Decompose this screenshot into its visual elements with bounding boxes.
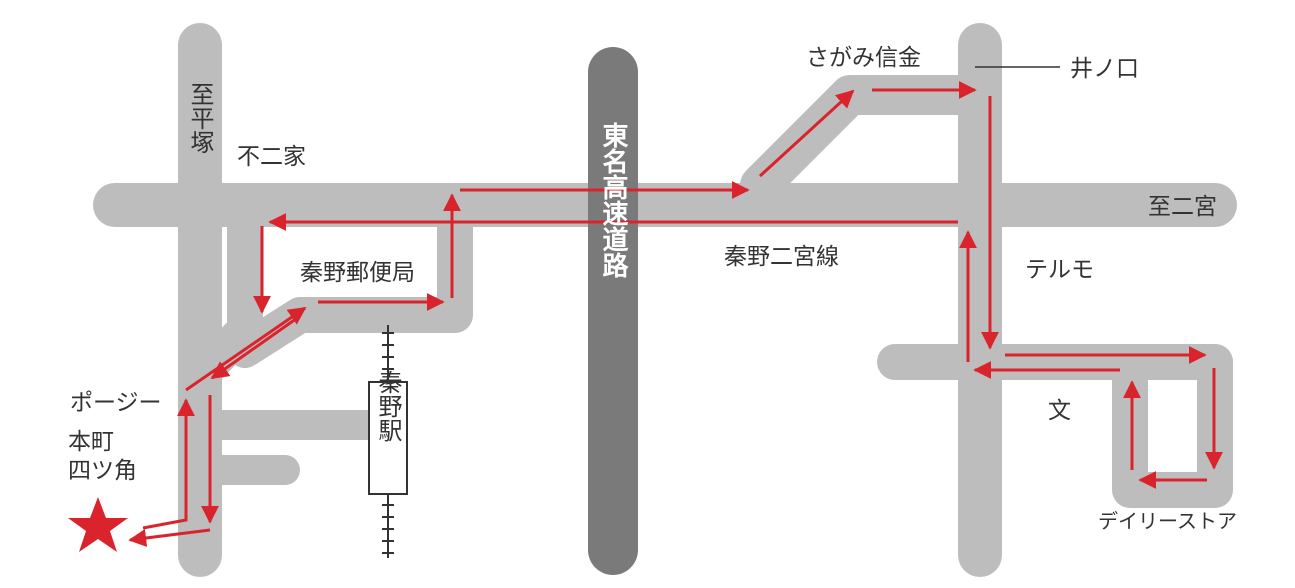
label-honmachi: 本町 — [68, 429, 114, 455]
road-sagami-branch — [740, 75, 1000, 205]
label-sagami-shinkin: さがみ信金 — [806, 45, 921, 71]
label-hadano-station: 秦野駅 — [374, 370, 402, 442]
label-posey: ポージー — [70, 390, 162, 416]
label-fujiya: 不二家 — [237, 144, 306, 170]
route — [128, 81, 1223, 547]
label-to-ninomiya: 至二宮 — [1148, 194, 1217, 220]
destination-star-icon — [68, 497, 128, 552]
label-inokuchi: 井ノ口 — [1070, 56, 1139, 82]
route-arrow — [185, 306, 307, 392]
route-arrow — [758, 89, 855, 178]
label-terumo: テルモ — [1025, 257, 1094, 283]
road-store-loop — [1112, 344, 1233, 508]
label-tomei-expressway: 東名高速道路 — [598, 122, 628, 278]
railway — [368, 325, 408, 558]
roads — [93, 23, 1237, 577]
route-arrow — [210, 314, 301, 380]
route-arrow — [142, 398, 195, 530]
route-arrow — [128, 528, 211, 547]
label-hadano-ninomiya-line: 秦野二宮線 — [724, 244, 839, 270]
label-hadano-post-office: 秦野郵便局 — [300, 260, 415, 286]
label-daily-store: デイリーストア — [1098, 509, 1237, 533]
label-school-symbol: 文 — [1048, 398, 1071, 424]
station-box — [368, 381, 408, 495]
road-post-office-bypass — [227, 197, 473, 368]
label-yotsukado: 四ツ角 — [68, 458, 137, 484]
label-to-hiratsuka: 至平塚 — [186, 82, 214, 154]
